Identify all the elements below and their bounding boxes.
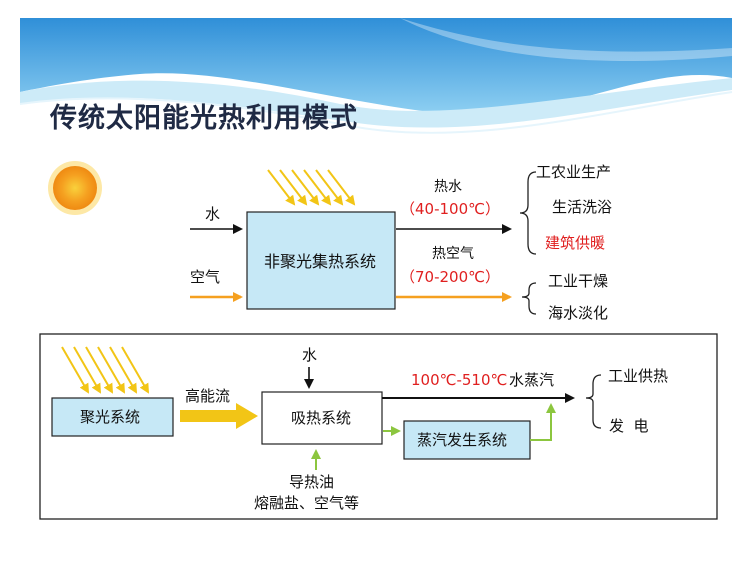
wave-banner <box>19 18 733 134</box>
steam-uses-brace <box>585 374 602 429</box>
air-use-drying: 工业干燥 <box>548 272 609 290</box>
steam-label: 水蒸汽 <box>509 371 555 389</box>
absorber-label: 吸热系统 <box>291 409 352 427</box>
water-uses-brace <box>519 171 537 255</box>
sun-rays-bottom <box>61 346 150 394</box>
hot-air-label: 热空气 <box>432 246 474 262</box>
concentrator-box <box>51 397 174 437</box>
page-title: 传统太阳能光热利用模式 <box>50 103 358 134</box>
steam-generator-label: 蒸汽发生系统 <box>417 431 508 449</box>
steam-generator-box <box>403 420 531 460</box>
air-uses-brace <box>521 282 537 315</box>
hot-water-label: 热水 <box>434 179 462 195</box>
collector-label: 非聚光集热系统 <box>264 252 377 271</box>
water-label: 水 <box>302 346 318 364</box>
collector-box <box>246 211 396 310</box>
hot-water-range: （40-100℃） <box>400 200 500 218</box>
medium-label-1: 导热油 <box>289 473 335 491</box>
concentrator-label: 聚光系统 <box>80 408 141 426</box>
generator-return-arrow <box>530 403 556 441</box>
air-input-label: 空气 <box>190 268 221 286</box>
steam-use-power: 发 电 <box>609 417 649 435</box>
water-input-label: 水 <box>205 205 221 223</box>
high-energy-label: 高能流 <box>185 387 231 405</box>
water-use-industrial: 工农业生产 <box>536 163 612 181</box>
sun-rays-top <box>267 169 356 206</box>
hot-air-range: （70-200℃） <box>400 268 500 286</box>
high-energy-arrow <box>180 403 258 429</box>
steam-use-heating: 工业供热 <box>608 367 669 385</box>
water-use-bathing: 生活洗浴 <box>552 198 613 216</box>
steam-temperature: 100℃-510℃ <box>411 371 508 389</box>
medium-label-2: 熔融盐、空气等 <box>254 494 360 512</box>
water-use-heating: 建筑供暖 <box>545 234 606 252</box>
sun-icon <box>48 161 102 215</box>
absorber-box <box>261 391 383 445</box>
air-use-desalination: 海水淡化 <box>548 304 609 322</box>
